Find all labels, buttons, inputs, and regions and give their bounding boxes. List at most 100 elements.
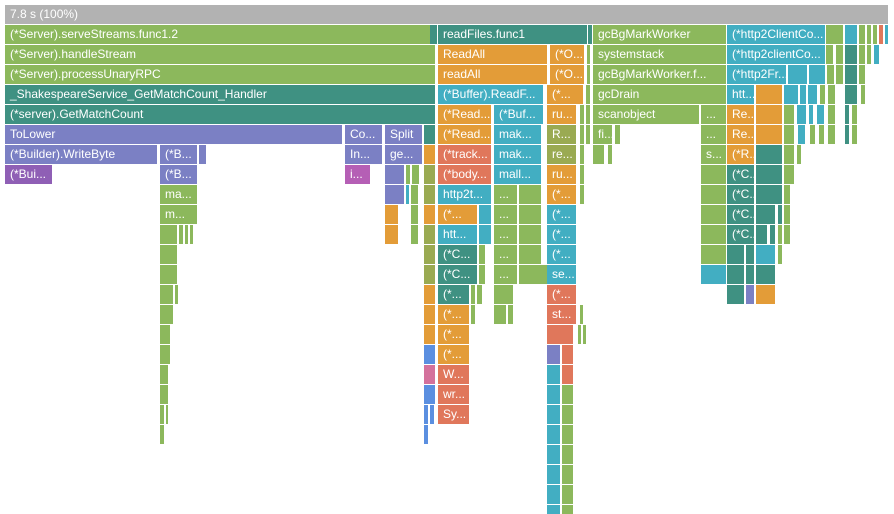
flame-frame[interactable]: m... xyxy=(160,205,198,225)
flame-frame[interactable]: (*Builder).WriteByte xyxy=(5,145,158,165)
flame-frame-unlabeled[interactable] xyxy=(756,265,776,285)
flame-frame[interactable]: htt... xyxy=(438,225,478,245)
flame-frame-unlabeled[interactable] xyxy=(160,285,174,305)
flame-frame-unlabeled[interactable] xyxy=(797,145,802,165)
flame-frame-unlabeled[interactable] xyxy=(424,285,436,305)
flame-frame-unlabeled[interactable] xyxy=(430,405,435,425)
flame-frame-unlabeled[interactable] xyxy=(199,145,207,165)
flame-frame-unlabeled[interactable] xyxy=(160,265,178,285)
flame-frame-unlabeled[interactable] xyxy=(756,245,776,265)
flame-frame-unlabeled[interactable] xyxy=(784,165,795,185)
flame-frame-unlabeled[interactable] xyxy=(406,185,410,205)
flame-frame-unlabeled[interactable] xyxy=(562,365,574,385)
flame-frame-unlabeled[interactable] xyxy=(547,425,561,445)
flame-frame-unlabeled[interactable] xyxy=(586,85,591,105)
flame-frame[interactable]: (*R... xyxy=(727,145,755,165)
flame-frame[interactable]: readAll xyxy=(438,65,548,85)
flame-frame[interactable]: (*... xyxy=(438,325,470,345)
flame-frame[interactable]: ReadAll xyxy=(438,45,548,65)
flame-frame-unlabeled[interactable] xyxy=(867,45,872,65)
flame-frame-unlabeled[interactable] xyxy=(809,105,814,125)
flame-frame-unlabeled[interactable] xyxy=(746,285,755,305)
flame-frame-unlabeled[interactable] xyxy=(547,405,561,425)
flame-frame-unlabeled[interactable] xyxy=(580,185,585,205)
flame-frame[interactable]: (*Read... xyxy=(438,105,492,125)
flame-frame[interactable]: readFiles.func1 xyxy=(438,25,588,45)
flame-frame[interactable]: mall... xyxy=(494,165,542,185)
flame-frame-unlabeled[interactable] xyxy=(160,405,165,425)
flame-frame-unlabeled[interactable] xyxy=(424,265,436,285)
flame-frame-unlabeled[interactable] xyxy=(562,345,574,365)
flame-frame-unlabeled[interactable] xyxy=(727,285,745,305)
flame-frame-unlabeled[interactable] xyxy=(160,225,178,245)
flame-frame[interactable]: ... xyxy=(701,125,727,145)
flame-frame-unlabeled[interactable] xyxy=(800,85,807,105)
flame-frame[interactable]: re... xyxy=(547,145,577,165)
flame-frame-unlabeled[interactable] xyxy=(190,225,194,245)
flame-frame-unlabeled[interactable] xyxy=(836,65,844,85)
flame-frame-unlabeled[interactable] xyxy=(817,105,825,125)
flame-frame-unlabeled[interactable] xyxy=(756,285,776,305)
flame-frame-unlabeled[interactable] xyxy=(508,305,514,325)
flame-frame[interactable]: (*C... xyxy=(438,245,478,265)
flame-frame-unlabeled[interactable] xyxy=(424,205,436,225)
flame-frame-unlabeled[interactable] xyxy=(588,25,593,45)
flame-frame[interactable]: (*O... xyxy=(550,45,585,65)
flame-frame-unlabeled[interactable] xyxy=(547,325,574,345)
flame-frame[interactable]: (*http2ClientCo... xyxy=(727,25,826,45)
flame-frame-unlabeled[interactable] xyxy=(479,225,492,245)
flame-frame[interactable]: (*... xyxy=(547,225,577,245)
flame-frame-unlabeled[interactable] xyxy=(788,65,808,85)
flame-frame[interactable]: (*Server).serveStreams.func1.2 xyxy=(5,25,436,45)
flame-frame-unlabeled[interactable] xyxy=(784,85,799,105)
flame-frame-unlabeled[interactable] xyxy=(608,145,613,165)
flame-frame[interactable]: (*... xyxy=(547,245,577,265)
flame-frame[interactable]: (*http2clientCo... xyxy=(727,45,826,65)
flame-frame[interactable]: ... xyxy=(701,105,727,125)
flame-frame-unlabeled[interactable] xyxy=(701,225,727,245)
flame-frame-unlabeled[interactable] xyxy=(430,25,438,45)
flame-frame-unlabeled[interactable] xyxy=(160,365,169,385)
flame-frame-unlabeled[interactable] xyxy=(175,285,179,305)
flame-frame-unlabeled[interactable] xyxy=(424,325,436,345)
flame-frame-unlabeled[interactable] xyxy=(580,305,584,325)
flame-frame-unlabeled[interactable] xyxy=(845,125,850,145)
flame-frame-unlabeled[interactable] xyxy=(778,245,783,265)
flame-frame-unlabeled[interactable] xyxy=(519,185,542,205)
flame-frame-unlabeled[interactable] xyxy=(701,185,727,205)
flame-frame[interactable]: st... xyxy=(547,305,577,325)
flame-frame[interactable]: gcBgMarkWorker.f... xyxy=(593,65,727,85)
flame-frame-unlabeled[interactable] xyxy=(873,25,878,45)
flame-frame-unlabeled[interactable] xyxy=(385,165,405,185)
flame-frame-unlabeled[interactable] xyxy=(562,465,574,485)
flame-frame-unlabeled[interactable] xyxy=(547,345,561,365)
flame-frame[interactable]: (*C... xyxy=(727,225,755,245)
flame-frame-unlabeled[interactable] xyxy=(784,105,795,125)
flame-frame-unlabeled[interactable] xyxy=(424,145,436,165)
flame-frame[interactable]: scanobject xyxy=(593,105,700,125)
flame-root-total[interactable]: 7.8 s (100%) xyxy=(5,5,889,25)
flame-frame-unlabeled[interactable] xyxy=(412,165,420,185)
flame-frame-unlabeled[interactable] xyxy=(828,85,836,105)
flame-frame[interactable]: htt... xyxy=(727,85,755,105)
flame-frame[interactable]: systemstack xyxy=(593,45,727,65)
flame-frame-unlabeled[interactable] xyxy=(885,25,889,45)
flame-frame-unlabeled[interactable] xyxy=(166,405,169,425)
flame-frame-unlabeled[interactable] xyxy=(867,25,872,45)
flame-frame[interactable]: W... xyxy=(438,365,470,385)
flame-frame-unlabeled[interactable] xyxy=(784,225,791,245)
flame-frame[interactable]: (*C... xyxy=(727,185,755,205)
flame-frame-unlabeled[interactable] xyxy=(160,245,178,265)
flame-frame-unlabeled[interactable] xyxy=(756,85,783,105)
flame-frame[interactable]: ... xyxy=(494,225,518,245)
flame-frame-unlabeled[interactable] xyxy=(593,145,605,165)
flame-frame-unlabeled[interactable] xyxy=(160,425,165,445)
flame-frame[interactable]: Re... xyxy=(727,105,755,125)
flame-frame-unlabeled[interactable] xyxy=(727,265,745,285)
flame-frame-unlabeled[interactable] xyxy=(756,105,783,125)
flame-frame[interactable]: (*... xyxy=(438,285,470,305)
flame-frame-unlabeled[interactable] xyxy=(756,225,768,245)
flame-frame-unlabeled[interactable] xyxy=(727,245,745,265)
flame-frame[interactable]: gcDrain xyxy=(593,85,727,105)
